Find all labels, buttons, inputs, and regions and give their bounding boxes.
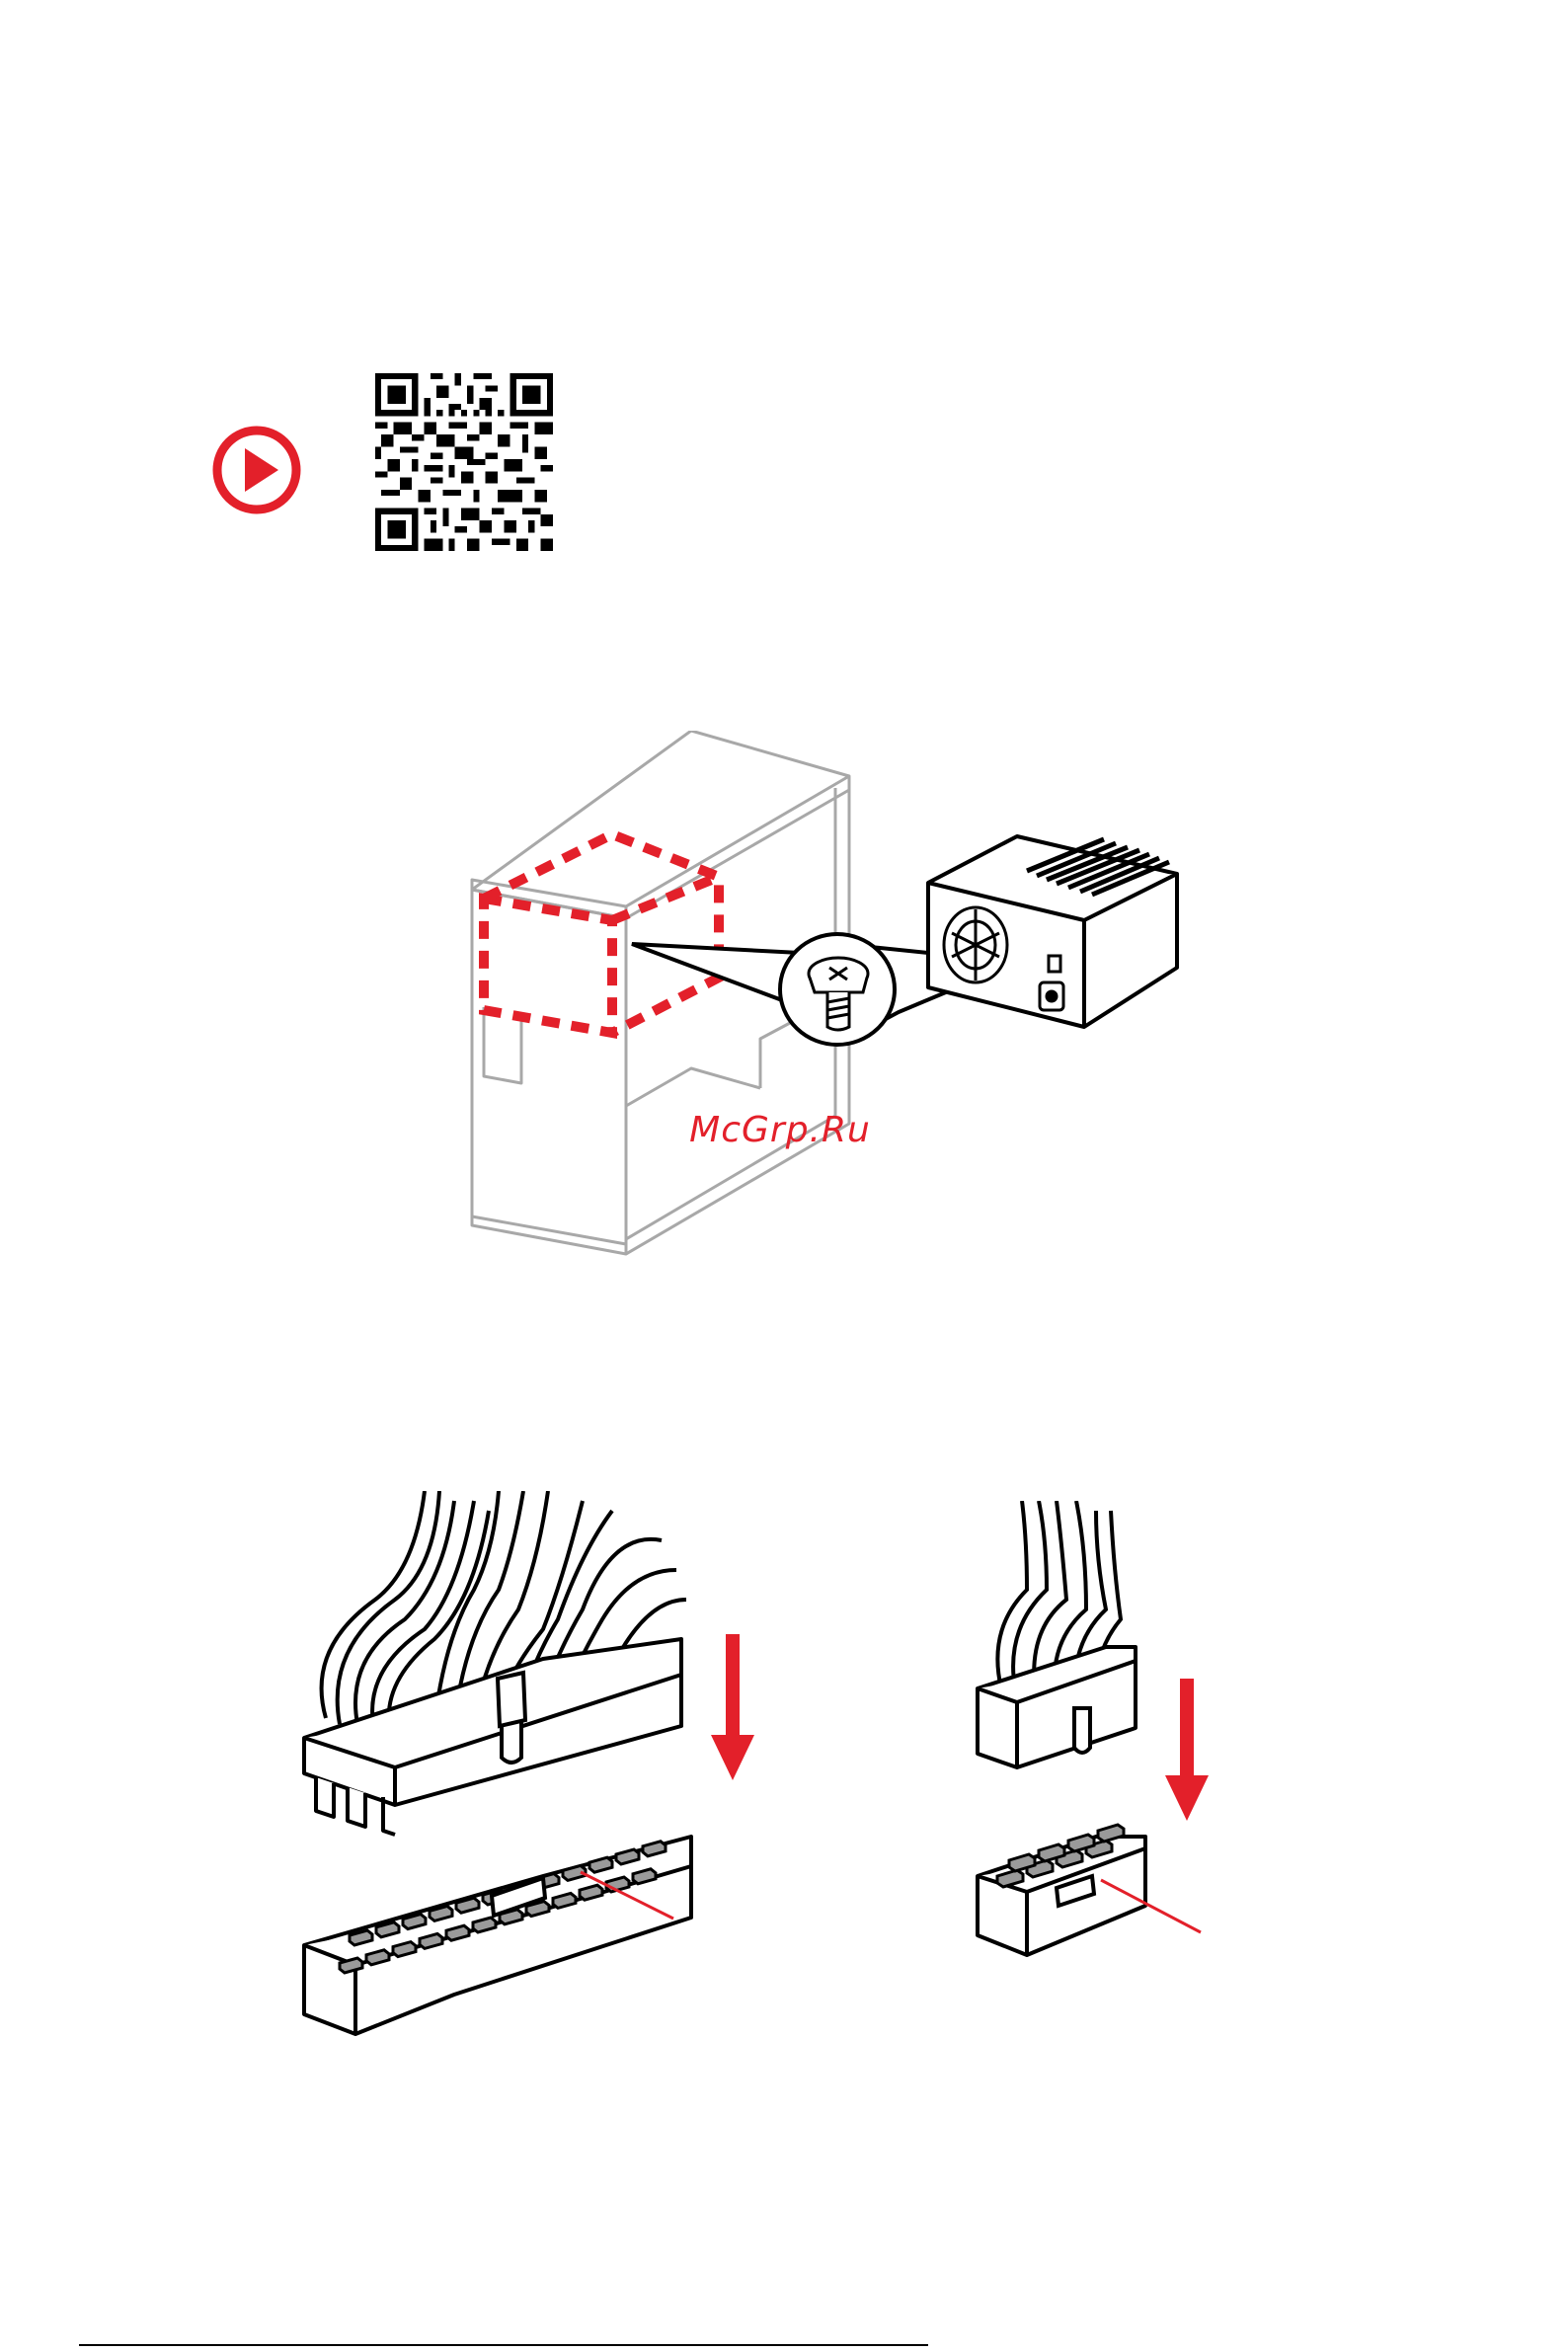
psu-bay-highlight [484,834,719,1033]
plug-latch [1074,1708,1090,1753]
play-icon[interactable] [211,425,302,515]
insert-arrow-24pin [711,1634,754,1792]
watermark-text: McGrp.Ru [632,1110,928,1150]
atx-24pin-connector-illustration [286,1491,721,2054]
footer-divider [79,2344,928,2346]
qr-code-icon[interactable] [375,373,553,551]
psu-install-illustration [464,731,1195,1264]
plug-body [978,1647,1136,1767]
plug-latch [498,1673,525,1763]
insert-arrow-8pin [1165,1679,1209,1837]
